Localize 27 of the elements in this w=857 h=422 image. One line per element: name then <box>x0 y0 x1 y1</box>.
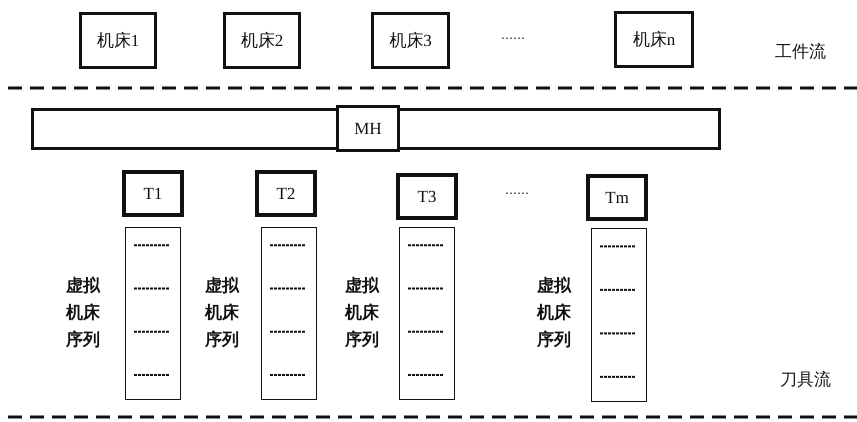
machine-box <box>79 12 157 69</box>
node-label: 机床2 <box>240 30 284 52</box>
queue-label: 虚拟机床序列 <box>66 275 100 352</box>
node-label: 机床1 <box>96 30 140 52</box>
queue-label: 虚拟机床序列 <box>205 275 239 352</box>
rail-bar <box>31 108 721 150</box>
node-label: Tm <box>605 188 629 208</box>
tool-box <box>396 173 458 220</box>
node-label: T1 <box>144 184 162 204</box>
handler-box <box>336 105 400 152</box>
node-label: MH <box>354 118 382 138</box>
flow-label: 工件流 <box>775 41 826 63</box>
tool-box <box>255 170 317 217</box>
queue-label: 虚拟机床序列 <box>537 275 571 352</box>
machine-box <box>223 12 301 69</box>
node-label: T2 <box>276 184 296 204</box>
node-label: 机床3 <box>389 30 432 52</box>
machine-box <box>614 11 694 68</box>
ellipsis-text: …… <box>505 183 529 197</box>
flow-label: 刀具流 <box>780 369 831 391</box>
queue-label: 虚拟机床序列 <box>345 275 379 352</box>
tool-box <box>586 174 648 221</box>
ellipsis-text: …… <box>501 28 525 42</box>
machine-box <box>371 12 450 69</box>
node-label: 机床n <box>632 29 676 51</box>
node-label: T3 <box>418 186 436 206</box>
tool-box <box>122 170 184 217</box>
